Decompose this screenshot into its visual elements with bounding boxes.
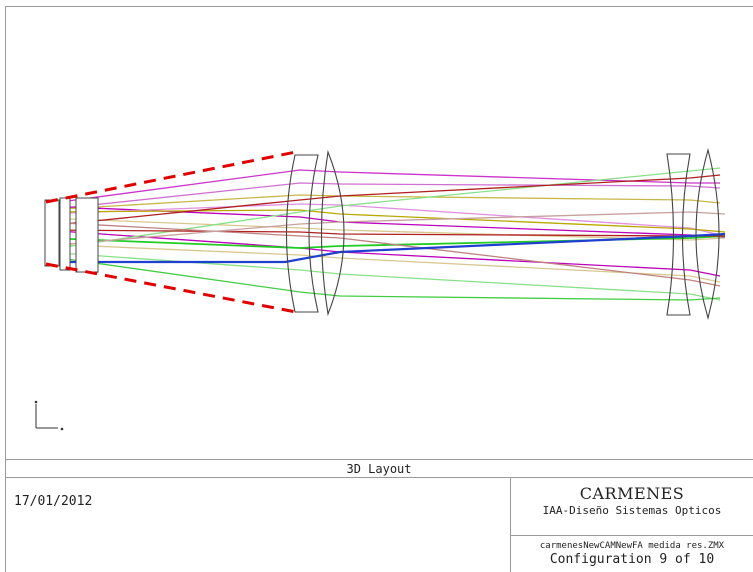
layout-caption: 3D Layout [346,462,412,476]
ray-pink-1 [44,203,726,237]
ray-rose-2 [44,211,726,247]
organization-label: IAA-Diseño Sistemas Opticos [542,504,722,517]
lens-doublet-1-element-a [286,154,319,313]
project-title: CARMENES [579,484,685,503]
ray-green-2 [44,251,721,301]
lens-doublet-1-element-b [320,149,345,317]
ray-green-4 [44,167,721,251]
configuration-label: Configuration 9 of 10 [549,552,715,567]
caption-bar: 3D Layout [5,459,753,478]
axis-indicator-dot [34,400,38,404]
ray-khaki-1 [44,243,721,283]
lens-doublet-2-element-b [695,147,720,321]
ray-darkred-2 [44,174,721,227]
plot-frame [5,6,753,572]
lens-doublet-2-element-a [666,153,691,316]
info-box: CARMENES IAA-Diseño Sistemas Opticos car… [510,478,753,572]
file-name: carmenesNewCAMNewFA medida res.ZMX [539,541,725,551]
info-divider [511,535,753,536]
ray-olive-1 [44,209,726,233]
axis-indicator-dot-2 [60,427,64,431]
beam-envelope-bottom [45,262,297,314]
field-lens-2 [75,197,99,273]
entrance-window [44,199,60,267]
beam-envelope-top [45,150,297,204]
ray-green-1 [44,235,726,249]
field-lens-1 [59,197,71,271]
ray-blue-1 [45,232,726,264]
ray-green-3 [44,255,721,301]
date-label: 17/01/2012 [14,494,93,509]
